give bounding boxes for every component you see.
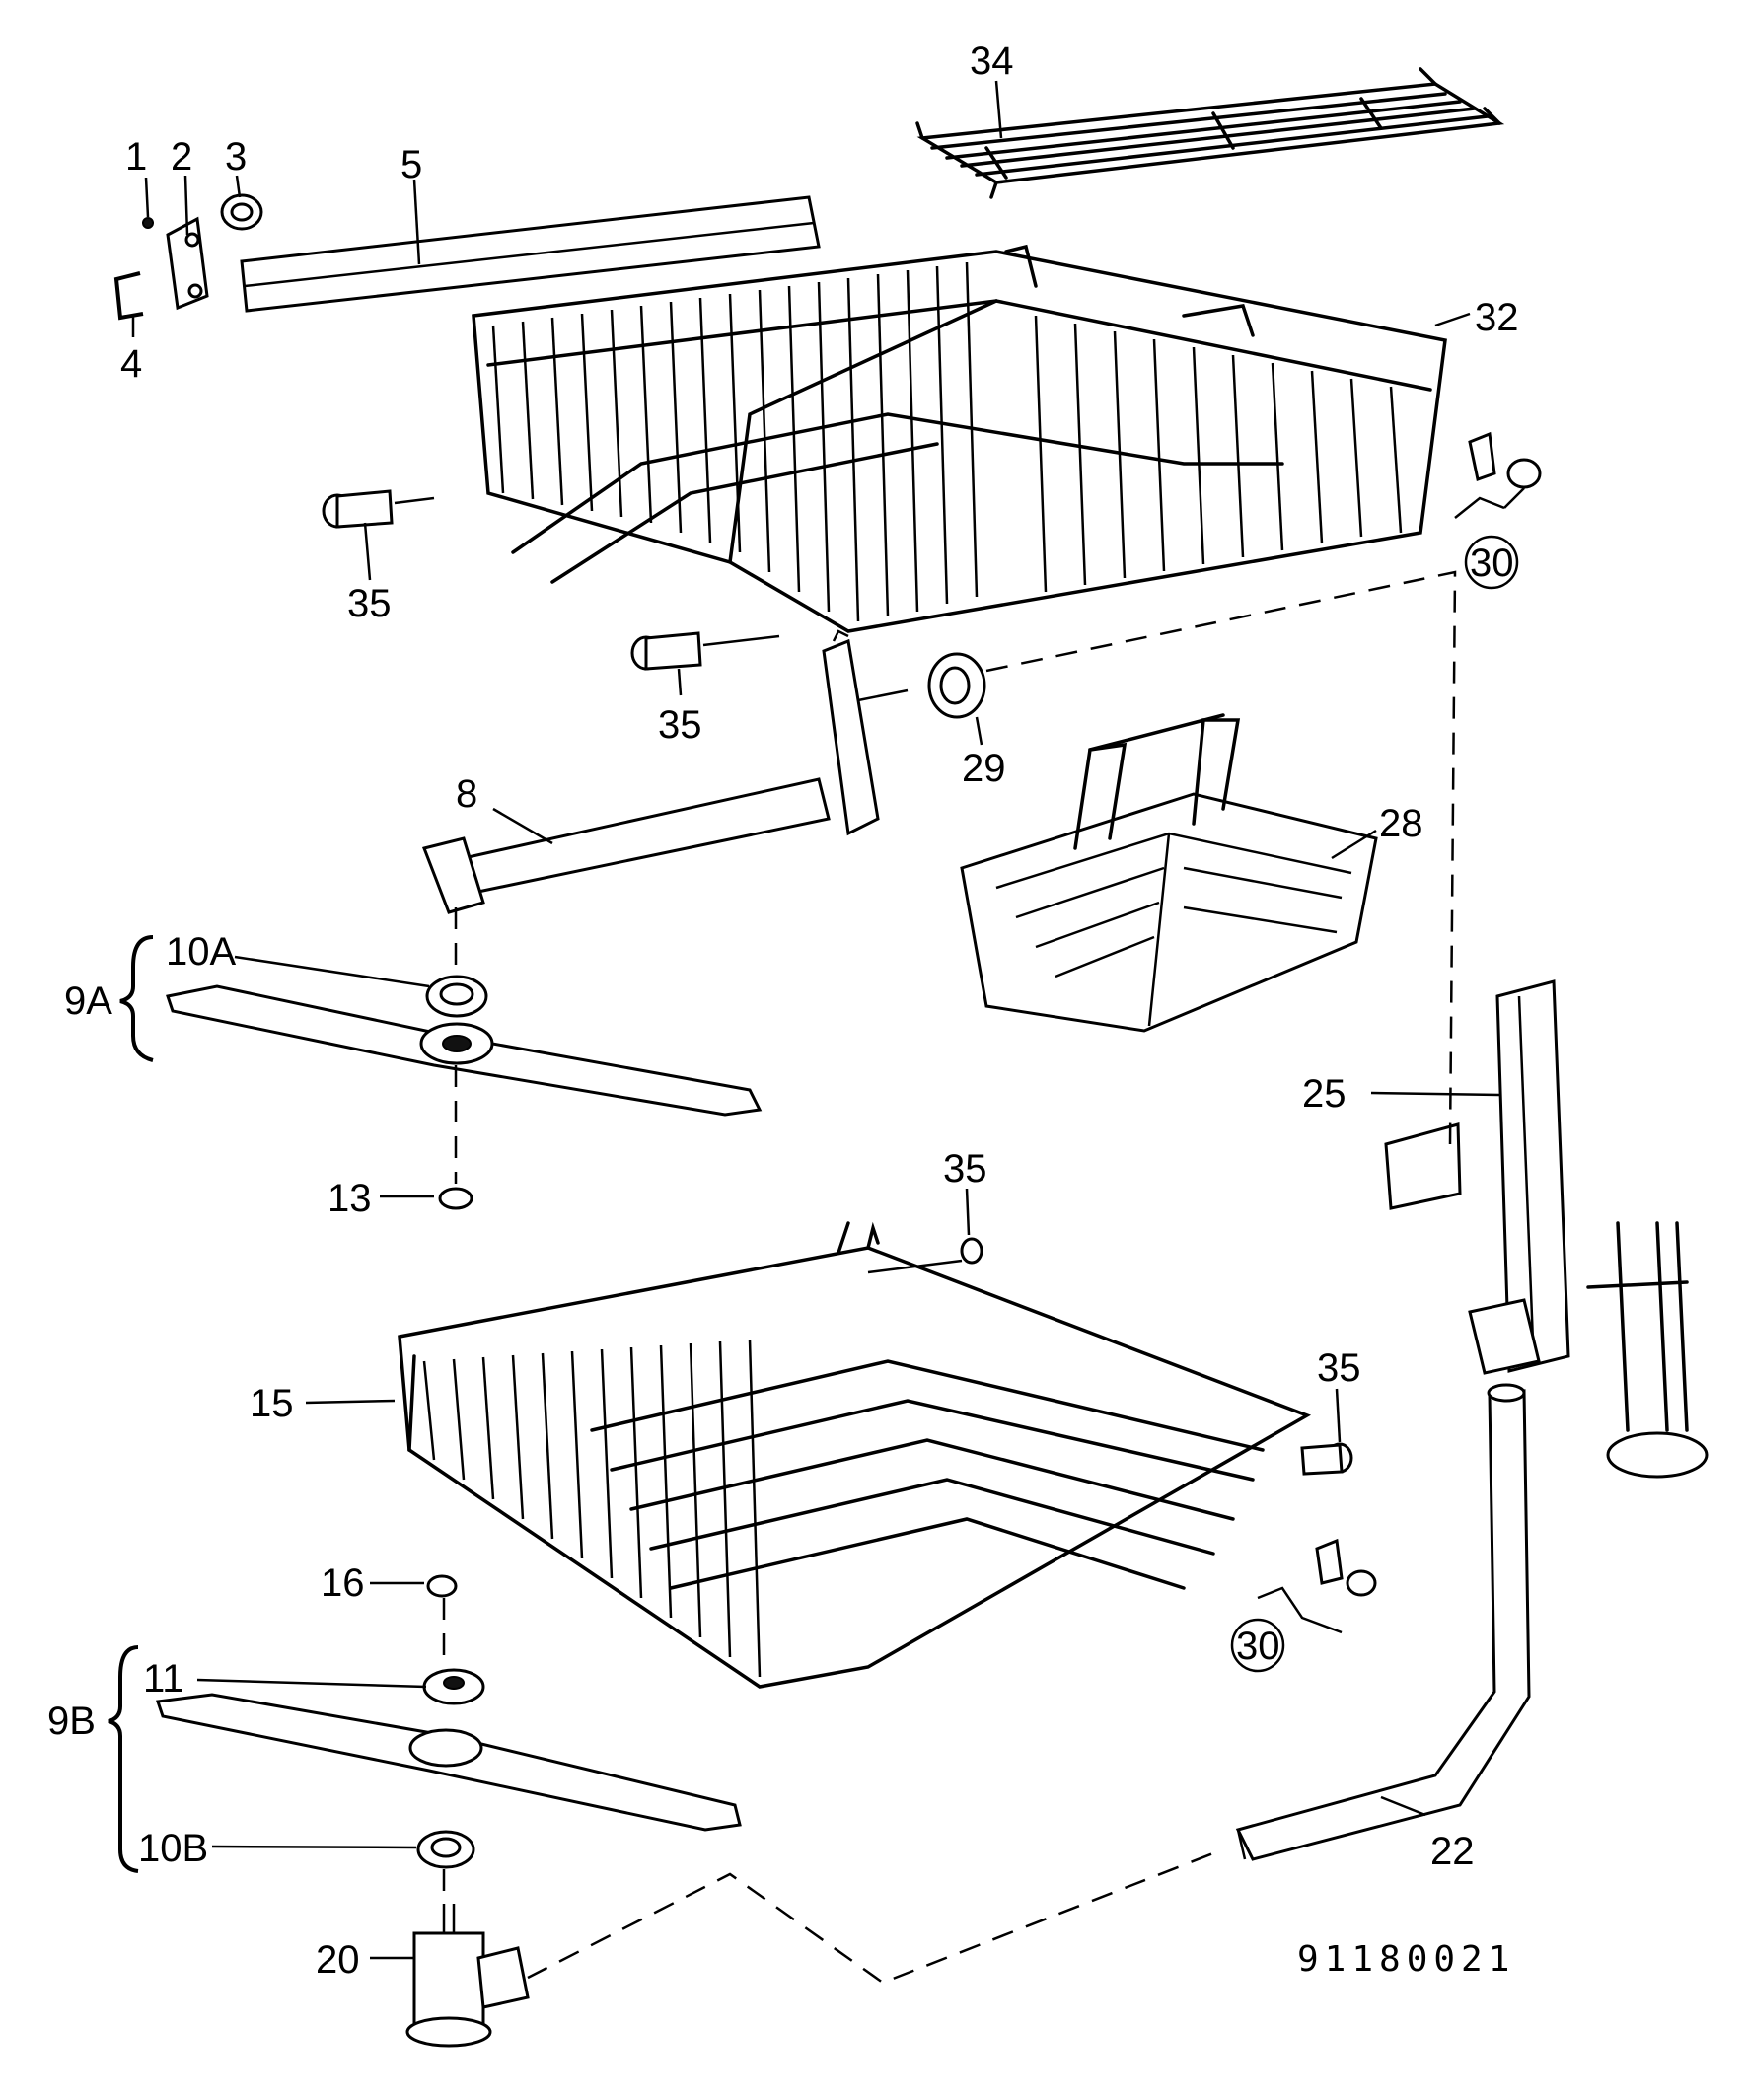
- part-32-upper-basket: [472, 244, 1447, 633]
- part-34-shelf: [915, 67, 1505, 199]
- label-16: 16: [321, 1561, 365, 1605]
- part-30-upper-clip: [1454, 431, 1542, 590]
- part-11-hub: [422, 1668, 485, 1705]
- label-35-lower-top: 35: [943, 1147, 987, 1191]
- label-35-upper-left: 35: [347, 582, 392, 625]
- label-11: 11: [143, 1657, 184, 1701]
- label-35-lower-right: 35: [1317, 1346, 1361, 1390]
- label-35-middle: 35: [658, 703, 702, 747]
- part-35-pin-lower-right: [1300, 1442, 1353, 1476]
- part-8-supply-arm: [421, 629, 909, 914]
- label-30-upper: 30: [1470, 542, 1514, 585]
- part-28-cutlery-basket: [960, 713, 1378, 1033]
- label-13: 13: [328, 1177, 372, 1220]
- label-25: 25: [1302, 1072, 1347, 1116]
- part-3-roller: [220, 193, 263, 231]
- drawing-number: 91180021: [1297, 1939, 1515, 1980]
- label-22: 22: [1430, 1830, 1475, 1873]
- connection-lower: [527, 1847, 1224, 1985]
- label-10A: 10A: [166, 930, 236, 974]
- part-25-channel: [1384, 979, 1709, 1479]
- part-22-supply-tube: [1235, 1383, 1531, 1861]
- leader-lines: [131, 80, 1500, 1960]
- label-8: 8: [456, 772, 477, 816]
- label-5: 5: [400, 143, 422, 186]
- label-34: 34: [970, 39, 1014, 83]
- bracket-9A: [119, 935, 154, 1062]
- part-9B-spray-arm: [155, 1693, 742, 1832]
- label-1: 1: [125, 135, 147, 179]
- label-32: 32: [1475, 296, 1519, 339]
- label-3: 3: [225, 135, 247, 179]
- part-35-pin-upper-left: [322, 489, 435, 529]
- part-4-clip: [113, 271, 144, 321]
- part-29-nozzle: [927, 652, 986, 719]
- part-9A-spray-arm: [166, 984, 763, 1117]
- part-20-pump-connector: [405, 1904, 530, 2048]
- label-15: 15: [250, 1382, 294, 1425]
- connection-upper: [985, 570, 1457, 1145]
- part-2-bracket: [166, 216, 209, 311]
- part-35-pin-middle: [630, 631, 780, 671]
- part-10B-seal: [416, 1830, 475, 1869]
- label-28: 28: [1379, 802, 1423, 845]
- part-30-lower-clip: [1230, 1538, 1377, 1673]
- label-2: 2: [171, 135, 192, 179]
- part-16-cap: [426, 1574, 458, 1598]
- label-9B: 9B: [47, 1700, 96, 1743]
- bracket-9B: [108, 1645, 139, 1873]
- label-4: 4: [120, 342, 142, 386]
- label-29: 29: [962, 747, 1006, 790]
- label-10B: 10B: [138, 1827, 208, 1870]
- part-1-screw: [142, 217, 154, 229]
- part-10A-seal: [425, 975, 488, 1018]
- part-13-cap: [438, 1187, 473, 1210]
- label-20: 20: [316, 1938, 360, 1982]
- label-9A: 9A: [64, 979, 112, 1023]
- label-30-lower: 30: [1236, 1625, 1280, 1668]
- part-5-rail: [240, 195, 821, 313]
- part-15-lower-basket: [398, 1221, 1312, 1689]
